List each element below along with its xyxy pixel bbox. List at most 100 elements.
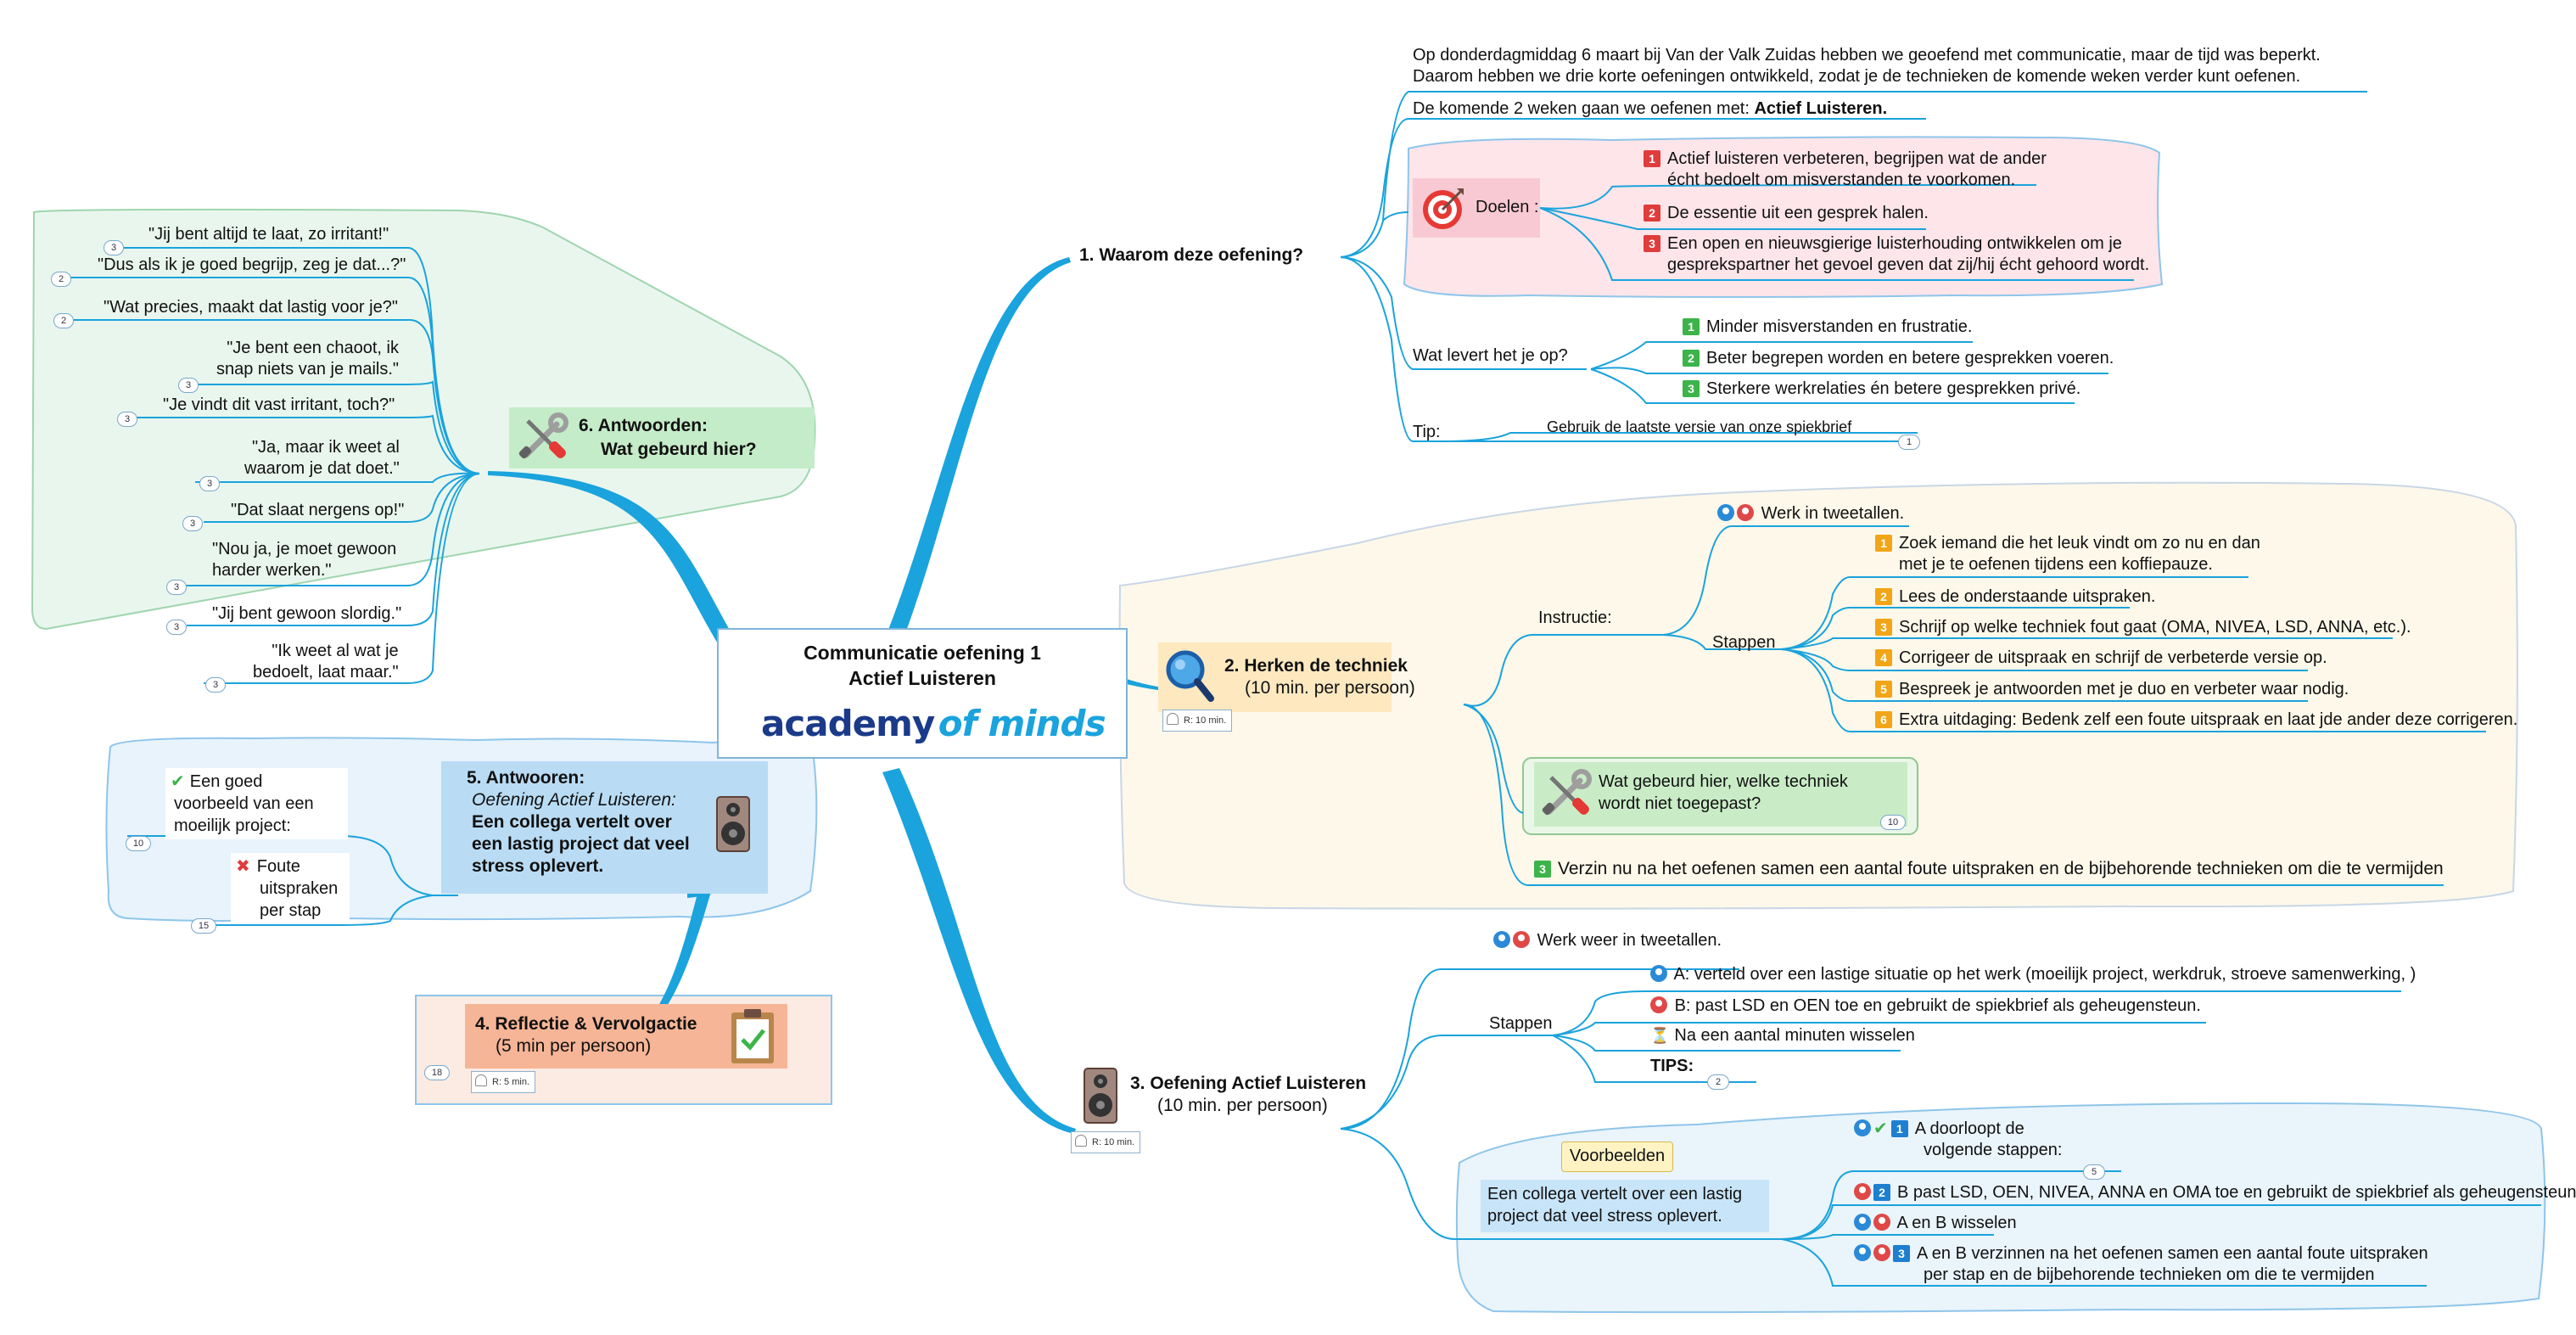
center-node[interactable]: Communicatie oefening 1 Actief Luisteren… xyxy=(717,628,1128,759)
checkmark-icon: ✔ xyxy=(1873,1119,1888,1138)
quote-8-count[interactable]: 3 xyxy=(166,580,187,595)
branch1-title[interactable]: 1. Waarom deze oefening? xyxy=(1079,245,1304,265)
goals-node[interactable]: Doelen : xyxy=(1413,178,1540,238)
person-b-icon xyxy=(1854,1183,1871,1200)
branch6-boundary xyxy=(31,208,816,630)
quote-3-count[interactable]: 2 xyxy=(53,313,74,328)
branch4-count[interactable]: 18 xyxy=(424,1065,450,1080)
hourglass-icon: ⏳ xyxy=(1650,1027,1670,1044)
tips-count[interactable]: 2 xyxy=(1707,1074,1729,1090)
branch4-note[interactable]: R: 5 min. xyxy=(471,1071,536,1093)
person-b-icon xyxy=(1737,504,1754,521)
quote-10-count[interactable]: 3 xyxy=(205,677,226,693)
tip-text[interactable]: Gebruik de laatste versie van onze spiek… xyxy=(1547,418,1852,435)
example-step-1-count[interactable]: 5 xyxy=(2083,1164,2105,1180)
goal-1-num: 1 xyxy=(1644,150,1660,167)
tools-icon xyxy=(516,411,570,465)
quote-9-count[interactable]: 3 xyxy=(166,620,187,635)
benefits-label: Wat levert het je op? xyxy=(1413,346,1568,365)
branch2-title-line1: 2. Herken de techniek xyxy=(1224,656,1408,676)
example-line1: Een collega vertelt over een lastig xyxy=(1487,1185,1743,1203)
academy-of-minds-logo: academy of minds xyxy=(761,703,1106,744)
logo-of-minds-text: of minds xyxy=(938,703,1106,744)
quote-7-count[interactable]: 3 xyxy=(182,516,203,531)
branch2-title-line2: (10 min. per persoon) xyxy=(1245,678,1415,698)
branch6-node[interactable]: 6. Antwoorden: Wat gebeurd hier? xyxy=(509,407,815,468)
quote-6-count[interactable]: 3 xyxy=(199,476,220,491)
branch4-title-line2: (5 min per persoon) xyxy=(496,1036,652,1056)
good-example[interactable]: ✔Een goed voorbeeld van een moeilijk pro… xyxy=(165,768,348,839)
goal-3-num: 3 xyxy=(1644,235,1660,252)
quote-9[interactable]: "Jij bent gewoon slordig." xyxy=(212,604,402,623)
magnifier-icon xyxy=(1163,648,1216,704)
branch3-node[interactable]: 3. Oefening Actief Luisteren (10 min. pe… xyxy=(1078,1065,1366,1130)
tip-count[interactable]: 1 xyxy=(1898,435,1920,450)
branch1-intro-line2: Daarom hebben we drie korte oefeningen o… xyxy=(1413,67,2301,86)
branch5-title: 5. Antwooren: xyxy=(467,768,585,788)
bad-line2: uitspraken xyxy=(260,879,339,898)
step3-1: A: verteld over een lastige situatie op … xyxy=(1650,963,2416,986)
branch6-title-line1: 6. Antwoorden: xyxy=(579,416,708,435)
person-b-icon xyxy=(1513,931,1530,948)
question-count[interactable]: 10 xyxy=(1880,815,1906,830)
person-b-icon xyxy=(1873,1214,1890,1231)
weeks-bold: Actief Luisteren. xyxy=(1754,99,1888,118)
quote-2-count[interactable]: 2 xyxy=(51,272,71,287)
werk-weer-tweetallen: Werk weer in tweetallen. xyxy=(1493,929,1722,952)
instructie-label: Instructie: xyxy=(1538,609,1612,627)
thin-connectors xyxy=(59,91,2541,1287)
weeks-text: De komende 2 weken gaan we oefenen met: xyxy=(1413,99,1755,118)
example-node[interactable]: Een collega vertelt over een lastig proj… xyxy=(1481,1180,1769,1232)
quote-7[interactable]: "Dat slaat nergens op!" xyxy=(231,501,405,519)
target-icon xyxy=(1420,185,1465,231)
branch2-note[interactable]: R: 10 min. xyxy=(1162,710,1233,732)
question-node[interactable]: Wat gebeurd hier, welke techniek wordt n… xyxy=(1534,762,1907,827)
step3-2: B: past LSD en OEN toe en gebruikt de sp… xyxy=(1650,995,2201,1018)
person-b-icon xyxy=(1873,1244,1890,1261)
logo-academy-text: academy xyxy=(761,703,935,744)
branch4-node[interactable]: 4. Reflectie & Vervolgactie (5 min per p… xyxy=(465,1004,787,1069)
goal-2-num: 2 xyxy=(1644,205,1660,222)
branch5-subtitle: Oefening Actief Luisteren: xyxy=(472,790,676,810)
voorbeelden-label: Voorbeelden xyxy=(1569,1147,1666,1165)
branch1-intro-line1: Op donderdagmiddag 6 maart bij Van der V… xyxy=(1413,46,2321,65)
branch5-line3: stress oplevert. xyxy=(472,856,604,876)
quote-1-count[interactable]: 3 xyxy=(104,240,124,255)
quote-4-count[interactable]: 3 xyxy=(178,378,199,393)
quote-2[interactable]: "Dus als ik je goed begrijp, zeg je dat.… xyxy=(98,255,406,274)
speaker-icon xyxy=(715,795,751,853)
branch1-weeks: De komende 2 weken gaan we oefenen met: … xyxy=(1413,98,1887,121)
stappen-label-2: Stappen xyxy=(1712,633,1776,652)
branch2-node[interactable]: 2. Herken de techniek (10 min. per perso… xyxy=(1158,642,1415,712)
quote-5[interactable]: "Je vindt dit vast irritant, toch?" xyxy=(163,395,395,414)
bad-line1: ✖Foute xyxy=(236,857,300,876)
tip-label: Tip: xyxy=(1413,423,1441,441)
quote-3[interactable]: "Wat precies, maakt dat lastig voor je?" xyxy=(104,298,398,317)
good-count[interactable]: 10 xyxy=(126,836,151,851)
voorbeelden-callout[interactable]: Voorbeelden xyxy=(1561,1141,1673,1172)
person-a-icon xyxy=(1854,1244,1871,1261)
quote-1[interactable]: "Jij bent altijd te laat, zo irritant!" xyxy=(148,225,389,244)
good-line2: voorbeeld van een xyxy=(174,794,314,813)
branch2-boundary xyxy=(1118,481,2518,910)
bad-count[interactable]: 15 xyxy=(191,918,216,934)
person-a-icon xyxy=(1650,965,1667,982)
quote-5-count[interactable]: 3 xyxy=(117,412,137,427)
branch3-note[interactable]: R: 10 min. xyxy=(1071,1131,1141,1153)
bad-example[interactable]: ✖Foute uitspraken per stap xyxy=(231,853,350,924)
branch5-node[interactable]: 5. Antwooren: Oefening Actief Luisteren:… xyxy=(441,761,768,894)
